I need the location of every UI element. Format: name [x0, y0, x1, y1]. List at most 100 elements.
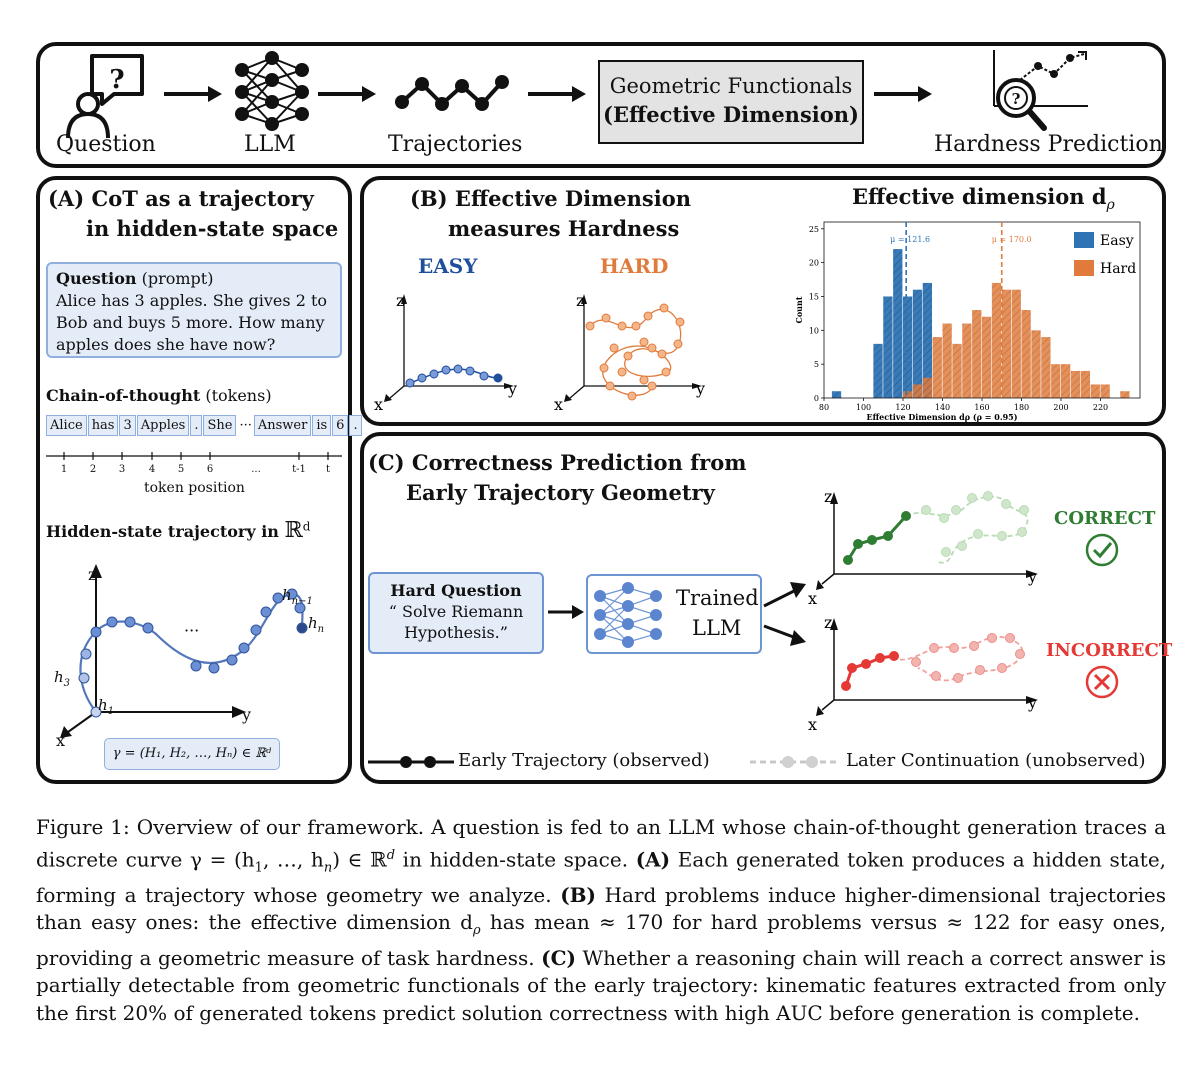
correct-label: CORRECT	[1054, 508, 1156, 529]
easy-label: EASY	[418, 254, 478, 278]
pipeline-llm-label: LLM	[244, 132, 296, 157]
traj-sup: d	[302, 519, 311, 534]
histogram-title-sub: ρ	[1106, 197, 1115, 214]
hard-bar	[962, 323, 972, 398]
axis-z: z	[576, 291, 584, 310]
x-tick-label: 160	[974, 403, 989, 412]
panel-a-title-line2: in hidden-state space	[86, 216, 339, 241]
x-tick-label: 120	[895, 403, 910, 412]
token: Apples	[136, 415, 190, 436]
axis-x: x	[554, 395, 563, 414]
pos-tick: 1	[61, 464, 67, 475]
geometric-functionals-box: Geometric Functionals (Effective Dimensi…	[598, 60, 864, 144]
token: is	[312, 415, 332, 436]
hard-bar	[1011, 289, 1021, 398]
check-icon	[1085, 533, 1119, 567]
easy-bar	[873, 343, 883, 398]
token: has	[87, 415, 119, 436]
svg-text:hn−1: hn−1	[282, 586, 313, 607]
token: 3	[119, 415, 136, 436]
token: She	[203, 415, 237, 436]
token-position-axis: 1 2 3 4 5 6 ... t-1 t	[46, 452, 342, 475]
legend-early: Early Trajectory (observed)	[458, 750, 710, 771]
pipeline-question-label: Question	[56, 132, 156, 157]
axis-z: z	[824, 487, 832, 506]
hard-bar	[942, 323, 952, 398]
hn1-sub: n−1	[292, 596, 313, 607]
pos-tick: 4	[149, 464, 155, 475]
pos-tick: ...	[251, 464, 261, 475]
axis-x: x	[808, 589, 817, 608]
incorrect-label: INCORRECT	[1046, 640, 1173, 661]
h3-sub: 3	[64, 678, 70, 689]
gamma-formula: γ = (H₁, H₂, …, Hₙ) ∈ ℝᵈ	[112, 746, 272, 761]
token: Alice	[46, 415, 87, 436]
hard-bar	[1041, 337, 1051, 398]
traj-title: Hidden-state trajectory in ℝd	[46, 518, 310, 543]
y-tick-label: 25	[809, 225, 819, 234]
legend-label: Easy	[1100, 233, 1134, 249]
panel-a-title-line1: (A) CoT as a trajectory	[48, 186, 314, 211]
trained-line1: Trained	[676, 586, 759, 610]
caption-part2: , …, h	[262, 847, 324, 872]
trained-llm-box: Trained LLM	[586, 574, 762, 654]
question-prompt-box: Question (prompt) Alice has 3 apples. Sh…	[46, 262, 342, 358]
h1-label: h	[98, 696, 108, 714]
axis-y: y	[1027, 693, 1037, 712]
incorrect-trajectory-plot: z y x	[808, 613, 1038, 734]
caption-a-bold: (A)	[635, 847, 671, 872]
arrow-icon	[528, 86, 586, 102]
y-tick-label: 20	[809, 259, 819, 268]
axis-z: z	[396, 291, 404, 310]
x-tick-label: 200	[1053, 403, 1068, 412]
axis-y: y	[241, 705, 251, 724]
hard-bar	[972, 310, 982, 398]
svg-text:?: ?	[109, 65, 124, 95]
hard-bar	[991, 282, 1002, 398]
functionals-line2: (Effective Dimension)	[603, 102, 859, 127]
hard-bar	[1061, 364, 1071, 398]
token: Answer	[253, 415, 312, 436]
svg-text:?: ?	[1012, 90, 1021, 108]
question-bold: Question	[56, 269, 137, 288]
y-tick-label: 10	[809, 326, 819, 335]
trained-line2: LLM	[692, 616, 742, 640]
easy-trajectory-plot: z y x	[374, 291, 517, 414]
token: 6	[332, 415, 349, 436]
hard-bar	[912, 384, 923, 398]
correct-trajectory-plot: z y x	[808, 487, 1038, 608]
h3-label: h	[54, 668, 64, 686]
pos-tick: 3	[119, 464, 125, 475]
axis-y: y	[695, 379, 705, 398]
hidden-state-trajectory-plot: z y x ··· h1 h3 hn−1 hn	[54, 564, 324, 750]
hard-bar	[903, 391, 913, 398]
caption-b-text2: has mean ≈ 170 for hard problems versus …	[36, 910, 1166, 970]
split-arrows	[763, 582, 806, 646]
hard-bar	[1070, 370, 1081, 398]
panel-c-title-line1: (C) Correctness Prediction from	[368, 450, 747, 475]
hard-bar	[982, 316, 992, 398]
svg-text:h3: h3	[54, 668, 70, 689]
caption-b-bold: (B)	[560, 882, 597, 907]
neural-network-icon	[594, 582, 662, 648]
arrow-icon	[318, 86, 376, 102]
axis-y: y	[1027, 567, 1037, 586]
cot-suffix: (tokens)	[200, 386, 272, 405]
histogram-title-text: Effective dimension d	[852, 184, 1107, 209]
histogram-title: Effective dimension dρ	[852, 184, 1115, 213]
x-tick-label: 180	[1014, 403, 1029, 412]
pos-tick: t	[326, 464, 330, 475]
axis-y: y	[507, 379, 517, 398]
pos-tick: t-1	[292, 464, 306, 475]
caption-part4: in hidden-state space.	[395, 847, 636, 872]
x-tick-label: 80	[819, 403, 829, 412]
mean-label: μ = 121.6	[890, 235, 930, 244]
panel-b-title-line1: (B) Effective Dimension	[410, 186, 691, 211]
arrow-icon	[164, 86, 222, 102]
legend-later: Later Continuation (unobserved)	[846, 750, 1146, 771]
figure-caption: Figure 1: Overview of our framework. A q…	[36, 815, 1167, 1025]
axis-x: x	[56, 731, 65, 750]
x-axis-label: Effective Dimension dρ (ρ = 0.95)	[866, 412, 1017, 422]
trajectory-points	[78, 588, 308, 718]
